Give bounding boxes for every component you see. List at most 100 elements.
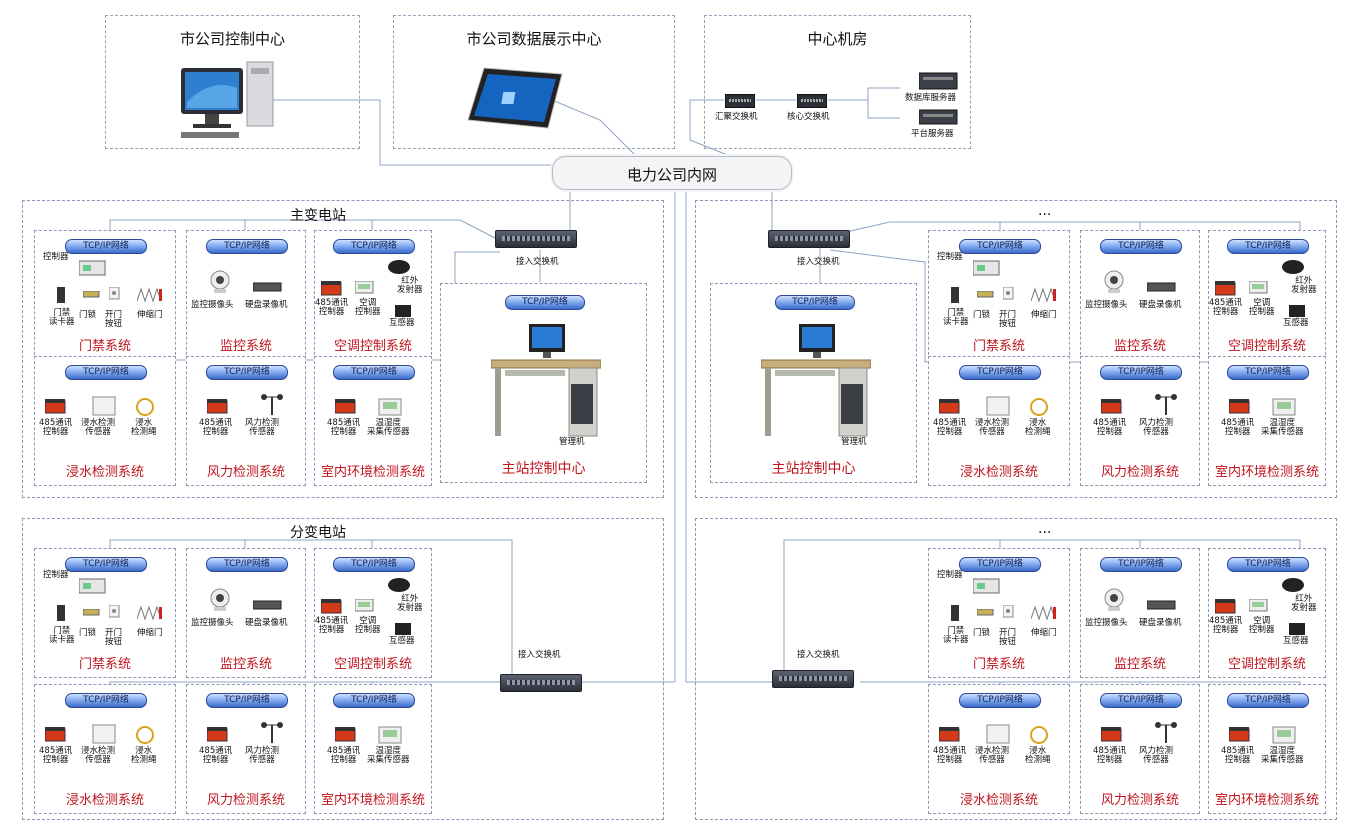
card-reader-icon bbox=[57, 287, 65, 303]
water-rope-label: 浸水 检测绳 bbox=[1025, 746, 1051, 765]
c485-label: 485通讯 控制器 bbox=[39, 746, 73, 765]
tcp-pill: TCP/IP网络 bbox=[206, 693, 288, 708]
water-rope-label: 浸水 检测绳 bbox=[131, 418, 157, 437]
branch-substation bbox=[22, 518, 664, 820]
agg-switch-icon bbox=[725, 94, 755, 108]
indoor-system-title: 室内环境检测系统 bbox=[320, 465, 425, 480]
temp-sensor-icon bbox=[378, 726, 402, 744]
ac-controller-icon bbox=[355, 281, 374, 294]
gate-icon bbox=[1031, 605, 1056, 621]
ac-ctrl-label: 空调 控制器 bbox=[355, 616, 381, 635]
tcp-pill: TCP/IP网络 bbox=[65, 239, 147, 254]
access-system-title: 门禁系统 bbox=[972, 339, 1025, 354]
nvr-label: 硬盘录像机 bbox=[245, 300, 288, 310]
nvr-label: 硬盘录像机 bbox=[245, 618, 288, 628]
door-lock-label: 门锁 bbox=[79, 628, 97, 638]
ac-controller-icon bbox=[1249, 281, 1268, 294]
tcp-pill: TCP/IP网络 bbox=[959, 693, 1041, 708]
monitor-system-title: 监控系统 bbox=[219, 657, 272, 672]
water-sensor-label: 浸水检测 传感器 bbox=[975, 746, 1010, 765]
gate-icon bbox=[137, 287, 162, 303]
tcp-pill: TCP/IP网络 bbox=[1227, 365, 1309, 380]
power-intranet-cloud: 电力公司内网 bbox=[552, 156, 792, 190]
temp-sensor-label: 温湿度 采集传感器 bbox=[367, 418, 410, 437]
desktop-computer-icon bbox=[181, 61, 274, 138]
c485-label: 485通讯 控制器 bbox=[1221, 746, 1255, 765]
access-switch-right-bottom-label: 接入交换机 bbox=[797, 650, 840, 660]
mutual-label: 互感器 bbox=[389, 318, 415, 328]
access-controller-icon bbox=[973, 260, 1000, 276]
wind-system-title: 风力检测系统 bbox=[1100, 793, 1179, 808]
c485-icon bbox=[321, 599, 342, 614]
c485-label: 485通讯 控制器 bbox=[327, 746, 361, 765]
controller-label: 控制器 bbox=[43, 252, 69, 262]
transformer-icon bbox=[395, 623, 411, 635]
c485-label: 485通讯 控制器 bbox=[327, 418, 361, 437]
tcp-pill: TCP/IP网络 bbox=[65, 365, 147, 380]
monitor-system-title: 监控系统 bbox=[219, 339, 272, 354]
access-system-title: 门禁系统 bbox=[78, 339, 131, 354]
ac-ctrl-label: 空调 控制器 bbox=[355, 298, 381, 317]
temp-sensor-label: 温湿度 采集传感器 bbox=[367, 746, 410, 765]
temp-sensor-icon bbox=[378, 398, 402, 416]
c485-label: 485通讯 控制器 bbox=[315, 616, 349, 635]
ac-system-title: 空调控制系统 bbox=[333, 339, 412, 354]
c485-label: 485通讯 控制器 bbox=[1209, 616, 1243, 635]
datacenter-box: 中心机房 汇聚交换机 核心交换机 数据库服务器 平台服务器 bbox=[704, 15, 971, 149]
controller-label: 控制器 bbox=[937, 252, 963, 262]
mutual-label: 互感器 bbox=[1283, 636, 1309, 646]
camera-label: 监控摄像头 bbox=[1085, 300, 1128, 310]
water-sensor-label: 浸水检测 传感器 bbox=[81, 418, 116, 437]
water-system-title: 浸水检测系统 bbox=[959, 465, 1038, 480]
monitor-system-box: TCP/IP网络监控摄像头硬盘录像机监控系统 bbox=[1080, 548, 1200, 678]
water-sensor-icon bbox=[986, 724, 1010, 744]
nvr-icon bbox=[1147, 282, 1176, 292]
right-top-station bbox=[695, 200, 1337, 498]
monitor-system-title: 监控系统 bbox=[1113, 657, 1166, 672]
tcp-pill: TCP/IP网络 bbox=[1227, 239, 1309, 254]
monitor-system-title: 监控系统 bbox=[1113, 339, 1166, 354]
city-display-title: 市公司数据展示中心 bbox=[466, 30, 602, 48]
platform-server-icon bbox=[919, 109, 958, 125]
main-substation-title: 主变电站 bbox=[290, 208, 346, 224]
c485-icon bbox=[45, 727, 66, 742]
door-button-icon bbox=[1003, 287, 1014, 300]
c485-label: 485通讯 控制器 bbox=[315, 298, 349, 317]
door-lock-label: 门锁 bbox=[973, 628, 991, 638]
door-lock-icon bbox=[977, 609, 994, 616]
ac-ctrl-label: 空调 控制器 bbox=[1249, 616, 1275, 635]
camera-label: 监控摄像头 bbox=[191, 300, 234, 310]
camera-label: 监控摄像头 bbox=[1085, 618, 1128, 628]
transformer-icon bbox=[1289, 623, 1305, 635]
ir-label: 红外 发射器 bbox=[1291, 276, 1317, 295]
ac-controller-icon bbox=[1249, 599, 1268, 612]
tcp-pill: TCP/IP网络 bbox=[206, 365, 288, 380]
ir-label: 红外 发射器 bbox=[397, 276, 423, 295]
access-switch-main-label: 接入交换机 bbox=[516, 257, 559, 267]
camera-label: 监控摄像头 bbox=[191, 618, 234, 628]
city-control-title: 市公司控制中心 bbox=[179, 30, 285, 48]
ir-emitter-icon bbox=[1282, 578, 1304, 592]
gate-label: 伸缩门 bbox=[1031, 628, 1057, 638]
ir-label: 红外 发射器 bbox=[397, 594, 423, 613]
gate-label: 伸缩门 bbox=[1031, 310, 1057, 320]
ir-emitter-icon bbox=[388, 578, 410, 592]
monitor-system-box: TCP/IP网络监控摄像头硬盘录像机监控系统 bbox=[1080, 230, 1200, 360]
water-system-title: 浸水检测系统 bbox=[959, 793, 1038, 808]
c485-icon bbox=[939, 399, 960, 414]
water-sensor-label: 浸水检测 传感器 bbox=[975, 418, 1010, 437]
access-system-box: TCP/IP网络控制器门禁 读卡器门锁开门 按钮伸缩门门禁系统 bbox=[34, 230, 176, 360]
tcp-pill: TCP/IP网络 bbox=[959, 239, 1041, 254]
wind-system-title: 风力检测系统 bbox=[1100, 465, 1179, 480]
card-reader-label: 门禁 读卡器 bbox=[943, 308, 969, 327]
